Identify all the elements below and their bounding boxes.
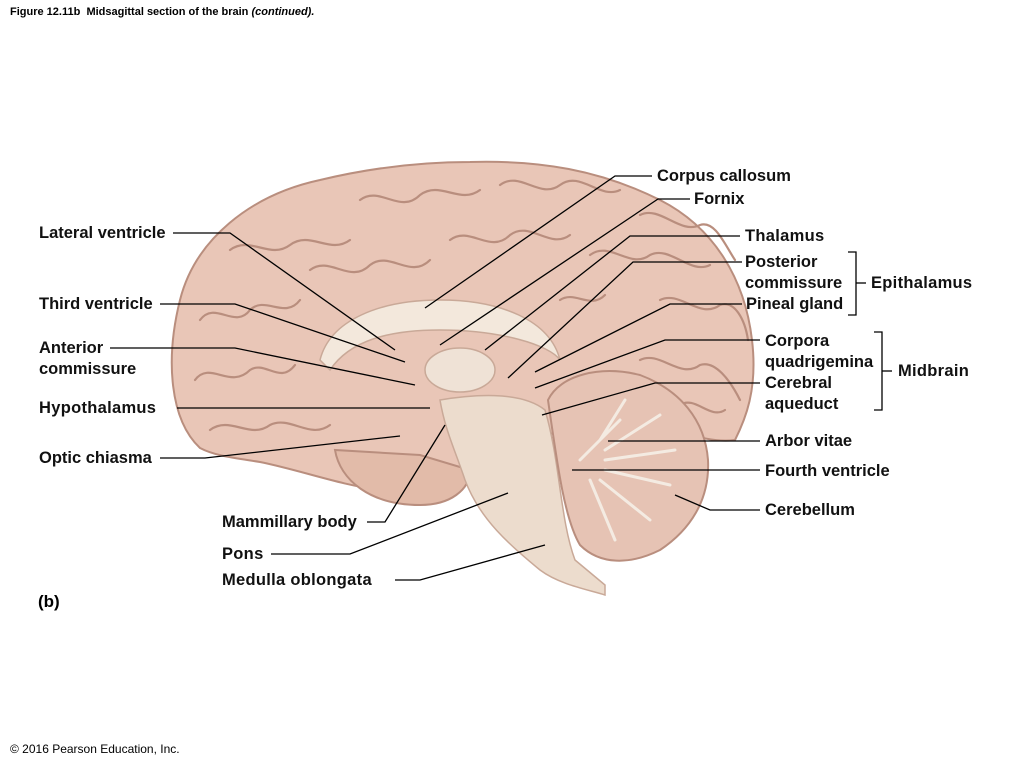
label-corpora-quadrigemina-1: Corpora [765, 332, 830, 350]
line-third-ventricle [160, 303, 406, 363]
label-cerebellum: Cerebellum [765, 501, 855, 519]
bracket-epithalamus [848, 251, 857, 316]
label-cerebral-aqueduct-2: aqueduct [765, 395, 839, 413]
line-mammillary-body [367, 424, 446, 523]
line-lateral-ventricle [173, 232, 396, 351]
label-mammillary-body: Mammillary body [222, 513, 357, 531]
bracket-midbrain [874, 331, 883, 411]
line-posterior-commissure [507, 261, 742, 379]
label-hypothalamus: Hypothalamus [39, 399, 157, 417]
label-anterior-commissure-2: commissure [39, 360, 137, 378]
line-corpora-quadrigemina [534, 339, 760, 389]
label-optic-chiasma: Optic chiasma [39, 449, 152, 467]
line-optic-chiasma [160, 435, 401, 459]
label-corpus-callosum: Corpus callosum [657, 167, 791, 185]
label-lateral-ventricle: Lateral ventricle [39, 224, 166, 242]
panel-letter: (b) [38, 592, 60, 611]
label-medulla-oblongata: Medulla oblongata [222, 571, 372, 589]
figure-title: Figure 12.11b Midsagittal section of the… [10, 6, 314, 18]
label-pineal-gland: Pineal gland [746, 295, 844, 313]
figure-caption-suffix: (continued). [251, 6, 315, 18]
label-corpora-quadrigemina-2: quadrigemina [765, 353, 874, 371]
label-posterior-commissure-2: commissure [745, 274, 843, 292]
line-thalamus [484, 235, 740, 351]
line-corpus-callosum [424, 175, 652, 309]
gyri [193, 179, 750, 432]
line-pons [271, 492, 509, 555]
label-anterior-commissure-1: Anterior [39, 339, 104, 357]
label-fourth-ventricle: Fourth ventricle [765, 462, 890, 480]
label-posterior-commissure-1: Posterior [745, 253, 818, 271]
label-epithalamus: Epithalamus [871, 274, 973, 292]
label-fornix: Fornix [694, 190, 745, 208]
cerebellum-shape [546, 370, 710, 562]
label-arbor-vitae: Arbor vitae [765, 432, 853, 450]
line-medulla [395, 544, 546, 581]
figure-number: Figure 12.11b [10, 6, 81, 18]
copyright: © 2016 Pearson Education, Inc. [10, 742, 180, 756]
brainstem [439, 394, 606, 597]
label-pons: Pons [222, 545, 264, 563]
arbor-vitae-branches [578, 398, 677, 542]
line-anterior-commissure [110, 347, 416, 386]
line-fornix [439, 198, 690, 346]
line-cerebral-aqueduct [541, 382, 760, 416]
line-pineal-gland [534, 303, 742, 373]
thalamus-region [424, 347, 496, 393]
label-thalamus: Thalamus [745, 227, 825, 245]
figure-caption: Midsagittal section of the brain [86, 6, 249, 18]
label-third-ventricle: Third ventricle [39, 295, 153, 313]
line-cerebellum [674, 494, 760, 511]
label-midbrain: Midbrain [898, 362, 970, 380]
leader-lines [110, 175, 892, 581]
label-cerebral-aqueduct-1: Cerebral [765, 374, 832, 392]
